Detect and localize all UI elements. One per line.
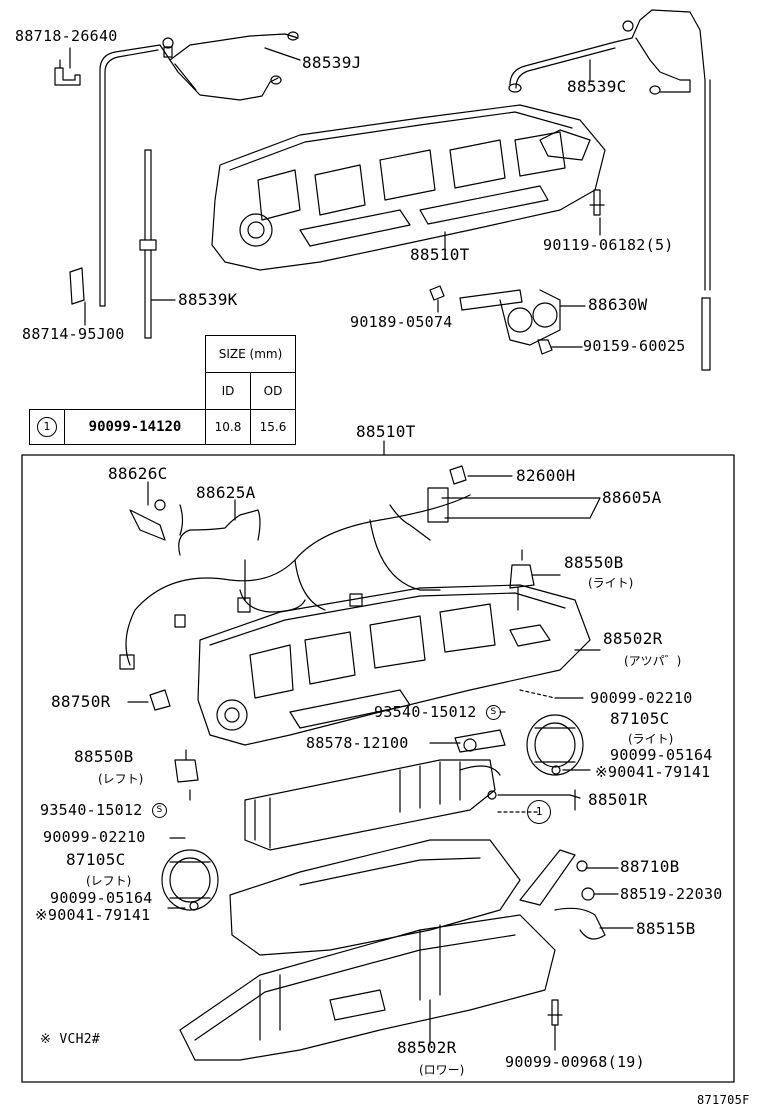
- label-88605A: 88605A: [602, 488, 662, 507]
- label-90189-05074: 90189-05074: [350, 313, 453, 331]
- evaporator-88501R: [244, 759, 501, 851]
- screw-90099-00968: [547, 999, 563, 1026]
- leader-lines-top: [69, 47, 601, 348]
- label-90099-05164-right: 90099-05164: [610, 746, 713, 764]
- label-88630W: 88630W: [588, 295, 648, 314]
- nut-90099-05164-left: [189, 901, 199, 911]
- size-header: SIZE (mm): [205, 335, 296, 373]
- label-88510T-top: 88510T: [410, 245, 470, 264]
- nut-90099-05164-right: [551, 765, 561, 775]
- label-87105C-right: 87105C: [610, 709, 670, 728]
- label-88714-95J00: 88714-95J00: [22, 325, 125, 343]
- leader-lines-box: [127, 475, 634, 1051]
- s-mark-icon: S: [485, 705, 501, 720]
- blower-87105C-left: [161, 849, 219, 911]
- label-90041-79141-left: ※90041-79141: [35, 906, 151, 924]
- label-90159-60025: 90159-60025: [583, 337, 686, 355]
- circle-mark: 1: [37, 417, 57, 437]
- actuator-88578-12100: [454, 729, 506, 753]
- id-header: ID: [205, 372, 251, 410]
- label-88502R-lower-sub: (ロワー): [419, 1063, 465, 1077]
- wire-harness: [119, 487, 471, 670]
- label-93540-15012-right: 93540-15012 S: [374, 705, 501, 720]
- clip-88718-26640: [54, 59, 81, 86]
- label-88550B-right: 88550B: [564, 553, 624, 572]
- figure-code: 871705F: [697, 1093, 750, 1107]
- screw-90119-06182: [589, 189, 605, 216]
- tube-88539K: [139, 149, 157, 339]
- label-88550B-right-sub: (ライト): [588, 576, 634, 590]
- tube-88539J: [99, 31, 299, 307]
- bracket-88630W: [459, 289, 561, 346]
- label-88626C: 88626C: [108, 464, 168, 483]
- circle-1-mark: 1: [527, 800, 551, 824]
- id-cell: 10.8: [205, 409, 251, 445]
- label-87105C-left-sub: (レフト): [86, 874, 132, 888]
- blower-87105C-right: [526, 714, 584, 776]
- label-90099-00968: 90099-00968(19): [505, 1053, 645, 1071]
- assembly-frame: [21, 454, 735, 1083]
- od-cell: 15.6: [250, 409, 296, 445]
- label-88750R: 88750R: [51, 692, 111, 711]
- label-88501R: 88501R: [588, 790, 648, 809]
- label-93540-15012-left: 93540-15012 S: [40, 803, 167, 818]
- label-90041-79141-right: ※90041-79141: [595, 763, 711, 781]
- upper-case-88502R: [197, 584, 591, 746]
- pipe-size-table: SIZE (mm) ID OD 1 90099-14120 10.8 15.6: [29, 335, 296, 445]
- label-90099-02210-right: 90099-02210: [590, 689, 693, 707]
- label-88710B: 88710B: [620, 857, 680, 876]
- tube-88539C: [508, 9, 711, 371]
- note-vch2: ※ VCH2#: [40, 1032, 100, 1047]
- clips-88626C: [129, 499, 166, 541]
- label-88539C: 88539C: [567, 77, 627, 96]
- label-88550B-left: 88550B: [74, 747, 134, 766]
- label-82600H: 82600H: [516, 466, 576, 485]
- part-88750R: [149, 689, 171, 711]
- label-88502R-lower: 88502R: [397, 1038, 457, 1057]
- label-88515B: 88515B: [636, 919, 696, 938]
- s-mark-icon: S: [151, 803, 167, 818]
- nut-90189-05074: [429, 285, 445, 301]
- part-number-cell: 90099-14120: [64, 409, 206, 445]
- label-88519-22030: 88519-22030: [620, 885, 723, 903]
- label-88539K: 88539K: [178, 290, 238, 309]
- label-88718-26640: 88718-26640: [15, 27, 118, 45]
- clip-88714-95J00: [69, 267, 85, 305]
- label-90099-05164-left: 90099-05164: [50, 889, 153, 907]
- od-header: OD: [250, 372, 296, 410]
- lower-case-88502R: [179, 914, 556, 1061]
- label-88578-12100: 88578-12100: [306, 734, 409, 752]
- heater-unit-top: [211, 104, 606, 271]
- actuator-88550B-right: [509, 549, 535, 611]
- label-88510T-box: 88510T: [356, 422, 416, 441]
- relay-82600H: [449, 465, 467, 485]
- label-88625A: 88625A: [196, 483, 256, 502]
- bolt-90159-60025: [537, 339, 553, 355]
- label-88502R-upper: 88502R: [603, 629, 663, 648]
- clip-88519-22030: [581, 887, 595, 901]
- label-87105C-right-sub: (ライト): [628, 732, 674, 746]
- label-90119-06182: 90119-06182(5): [543, 236, 674, 254]
- label-88539J: 88539J: [302, 53, 362, 72]
- label-88502R-upper-sub: (アツパ゛): [624, 654, 682, 668]
- thermistor-88515B: [554, 907, 606, 940]
- label-87105C-left: 87105C: [66, 850, 126, 869]
- middle-case: [229, 839, 521, 956]
- clip-88625A: [179, 504, 184, 536]
- label-88550B-left-sub: (レフト): [98, 772, 144, 786]
- table-row: 1 90099-14120 10.8 15.6: [29, 409, 296, 445]
- sensor-88710B: [519, 849, 588, 906]
- actuator-88550B-left: [174, 749, 199, 783]
- label-90099-02210-left: 90099-02210: [43, 828, 146, 846]
